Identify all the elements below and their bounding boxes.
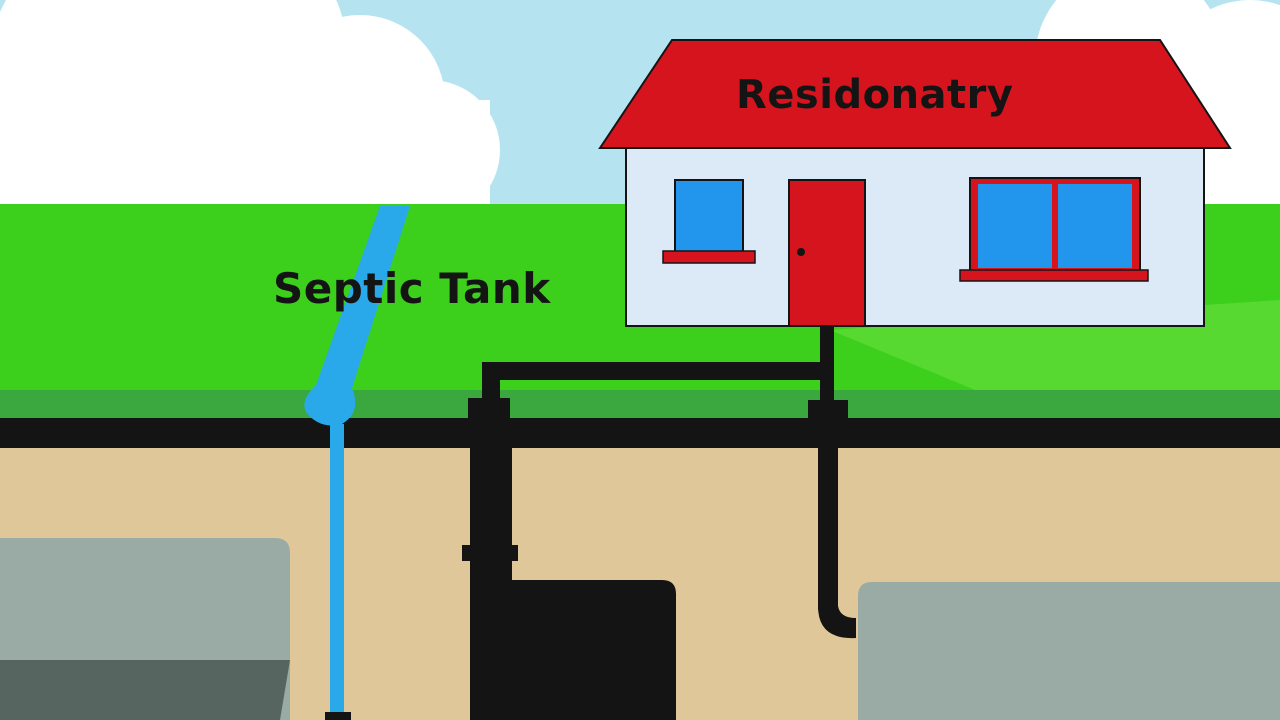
drain-pipes: [462, 320, 856, 720]
door-knob: [797, 248, 805, 256]
house-window-right-pane-1: [978, 184, 1052, 268]
grass-strip: [0, 390, 1280, 420]
water-stream: [304, 206, 410, 720]
window-sill-left: [662, 250, 756, 264]
left-tank: [0, 538, 290, 720]
window-sill-right: [959, 269, 1149, 282]
cloud-left: [0, 0, 500, 240]
septic-tank-label: Septic Tank: [273, 264, 551, 313]
house-roof: [598, 39, 1232, 149]
house-window-right-pane-2: [1058, 184, 1132, 268]
house-label: Residonatry: [736, 72, 1014, 118]
house-window-left: [674, 179, 744, 253]
right-tank: [858, 582, 1280, 720]
house: [598, 39, 1232, 327]
ground-line: [0, 418, 1280, 448]
